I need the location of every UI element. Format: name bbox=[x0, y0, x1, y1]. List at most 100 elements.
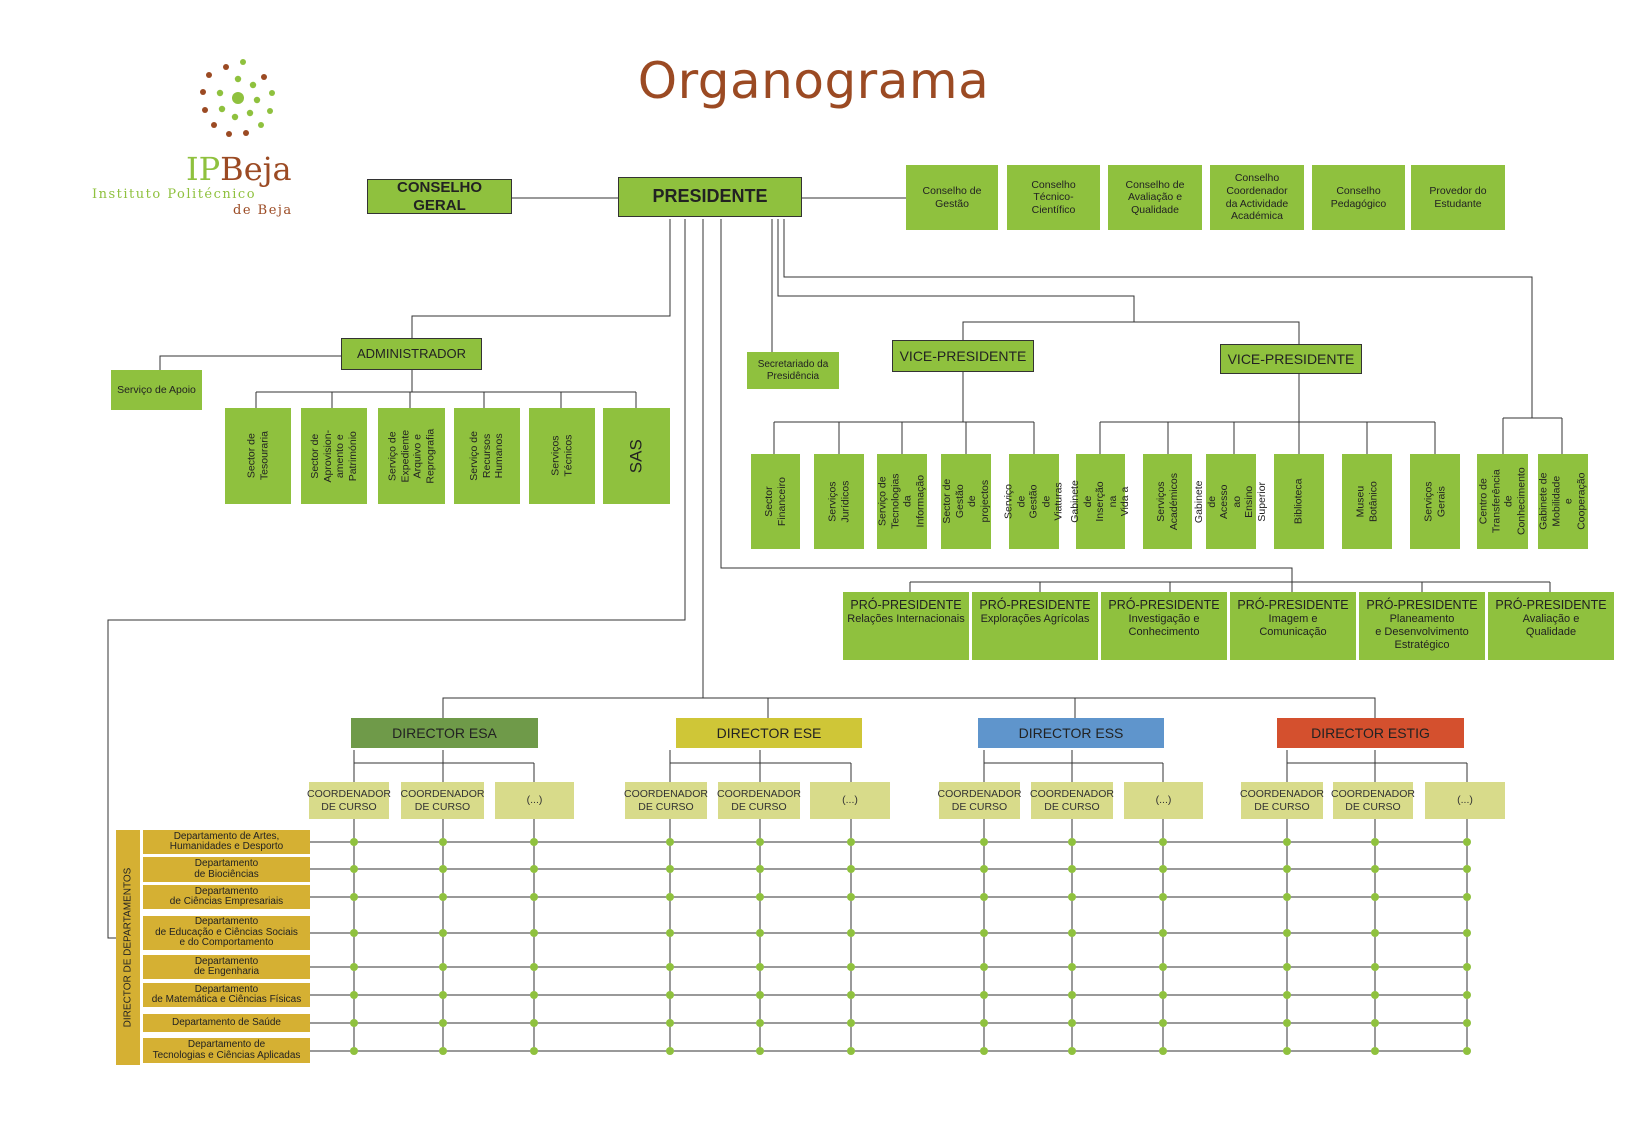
coordenador-esa-more[interactable]: (...) bbox=[495, 782, 574, 819]
conselho-geral-box[interactable]: CONSELHO GERAL bbox=[367, 179, 512, 214]
vice1-unit-tecnologias[interactable]: Serviço de Tecnologias da Informação bbox=[877, 454, 927, 549]
grid-node-dot bbox=[1159, 865, 1167, 873]
grid-node-dot bbox=[980, 1019, 988, 1027]
unit-mobilidade-cooperacao[interactable]: Gabinete de Mobilidade e Cooperação bbox=[1538, 454, 1588, 549]
admin-unit-recursos-humanos[interactable]: Serviço de Recursos Humanos bbox=[454, 408, 520, 504]
grid-node-dot bbox=[1159, 1047, 1167, 1055]
departamento-biociencias[interactable]: Departamento de Biociências bbox=[143, 857, 310, 882]
coordenador-estig-more[interactable]: (...) bbox=[1425, 782, 1505, 819]
coordenador-ess-more[interactable]: (...) bbox=[1124, 782, 1203, 819]
vice2-unit-academicos[interactable]: Serviços Académicos bbox=[1143, 454, 1192, 549]
admin-unit-expediente[interactable]: Serviço de Expediente Arquivo e Reprogra… bbox=[378, 408, 445, 504]
grid-node-dot bbox=[530, 929, 538, 937]
admin-unit-sas[interactable]: SAS bbox=[603, 408, 670, 504]
grid-node-dot bbox=[1371, 929, 1379, 937]
grid-node-dot bbox=[530, 1047, 538, 1055]
vice2-unit-museu[interactable]: Museu Botânico bbox=[1342, 454, 1392, 549]
grid-node-dot bbox=[666, 838, 674, 846]
coordenador-estig-1[interactable]: COORDENADOR DE CURSO bbox=[1240, 782, 1324, 819]
coordenador-ess-2[interactable]: COORDENADOR DE CURSO bbox=[1030, 782, 1114, 819]
grid-node-dot bbox=[439, 1019, 447, 1027]
ipbeja-logo-icon bbox=[200, 59, 275, 137]
grid-node-dot bbox=[1283, 865, 1291, 873]
provedor-estudante-box[interactable]: Provedor do Estudante bbox=[1411, 165, 1505, 230]
vice1-unit-juridicos[interactable]: Serviços Jurídicos bbox=[814, 454, 864, 549]
vice1-unit-financeiro[interactable]: Sector Financeiro bbox=[751, 454, 800, 549]
admin-unit-aprovisionamento[interactable]: Sector de Aprovision- amento e Patrimóni… bbox=[301, 408, 367, 504]
vice1-unit-projectos[interactable]: Sector de Gestão de projectos bbox=[941, 454, 991, 549]
departamento-educacao[interactable]: Departamento de Educação e Ciências Soci… bbox=[143, 916, 310, 950]
departamento-ciencias-empresariais[interactable]: Departamento de Ciências Empresariais bbox=[143, 885, 310, 909]
grid-node-dot bbox=[439, 865, 447, 873]
director-esa-box[interactable]: DIRECTOR ESA bbox=[351, 718, 538, 748]
director-departamentos-box[interactable]: DIRECTOR DE DEPARTAMENTOS bbox=[116, 830, 140, 1065]
grid-node-dot bbox=[756, 929, 764, 937]
admin-unit-tesouraria[interactable]: Sector de Tesouraria bbox=[225, 408, 291, 504]
grid-node-dot bbox=[439, 963, 447, 971]
departamento-matematica[interactable]: Departamento de Matemática e Ciências Fí… bbox=[143, 983, 310, 1007]
grid-node-dot bbox=[1159, 991, 1167, 999]
coordenador-ese-2[interactable]: COORDENADOR DE CURSO bbox=[717, 782, 801, 819]
grid-node-dot bbox=[1371, 893, 1379, 901]
grid-node-dot bbox=[530, 963, 538, 971]
coordenador-esa-2[interactable]: COORDENADOR DE CURSO bbox=[401, 782, 485, 819]
grid-node-dot bbox=[439, 991, 447, 999]
vice2-unit-biblioteca[interactable]: Biblioteca bbox=[1274, 454, 1324, 549]
director-estig-box[interactable]: DIRECTOR ESTIG bbox=[1277, 718, 1464, 748]
grid-node-dot bbox=[1068, 1047, 1076, 1055]
coordenador-ess-1[interactable]: COORDENADOR DE CURSO bbox=[938, 782, 1022, 819]
grid-node-dot bbox=[350, 929, 358, 937]
grid-node-dot bbox=[1283, 1019, 1291, 1027]
departamento-artes[interactable]: Departamento de Artes, Humanidades e Des… bbox=[143, 830, 310, 854]
grid-node-dot bbox=[439, 838, 447, 846]
grid-node-dot bbox=[1463, 1019, 1471, 1027]
grid-node-dot bbox=[530, 838, 538, 846]
conselho-coordenador-box[interactable]: Conselho Coordenador da Actividade Acadé… bbox=[1210, 165, 1304, 230]
grid-node-dot bbox=[666, 893, 674, 901]
coordenador-esa-1[interactable]: COORDENADOR DE CURSO bbox=[307, 782, 391, 819]
grid-node-dot bbox=[756, 1019, 764, 1027]
departamento-engenharia[interactable]: Departamento de Engenharia bbox=[143, 955, 310, 979]
vice2-unit-acesso[interactable]: Gabinete de Acesso ao Ensino Superior bbox=[1193, 454, 1268, 549]
departamento-saude[interactable]: Departamento de Saúde bbox=[143, 1014, 310, 1032]
admin-unit-servicos-tecnicos[interactable]: Serviços Técnicos bbox=[529, 408, 595, 504]
grid-node-dot bbox=[666, 865, 674, 873]
grid-node-dot bbox=[1283, 893, 1291, 901]
grid-node-dot bbox=[1463, 838, 1471, 846]
grid-node-dot bbox=[847, 1047, 855, 1055]
coordenador-estig-2[interactable]: COORDENADOR DE CURSO bbox=[1331, 782, 1415, 819]
vice-presidente-2-box[interactable]: VICE-PRESIDENTE bbox=[1220, 344, 1362, 374]
grid-node-dot bbox=[1159, 838, 1167, 846]
conselho-gestao-box[interactable]: Conselho de Gestão bbox=[906, 165, 998, 230]
coordenador-ese-more[interactable]: (...) bbox=[810, 782, 890, 819]
grid-node-dot bbox=[350, 893, 358, 901]
grid-node-dot bbox=[980, 963, 988, 971]
administrador-box[interactable]: ADMINISTRADOR bbox=[341, 338, 482, 370]
departamento-tecnologias[interactable]: Departamento de Tecnologias e Ciências A… bbox=[143, 1038, 310, 1063]
servico-apoio-box[interactable]: Serviço de Apoio bbox=[111, 370, 202, 410]
unit-transferencia-conhecimento[interactable]: Centro de Transferência de Conhecimento bbox=[1477, 454, 1528, 549]
vice2-unit-servicos-gerais[interactable]: Serviços Gerais bbox=[1410, 454, 1460, 549]
director-ess-box[interactable]: DIRECTOR ESS bbox=[978, 718, 1164, 748]
conselho-tecnico-cientifico-box[interactable]: Conselho Técnico- Científico bbox=[1007, 165, 1100, 230]
vice1-unit-viaturas[interactable]: Serviço de Gestão de Viaturas bbox=[1003, 454, 1065, 549]
secretariado-box[interactable]: Secretariado da Presidência bbox=[747, 352, 839, 389]
coordenador-ese-1[interactable]: COORDENADOR DE CURSO bbox=[624, 782, 708, 819]
presidente-box[interactable]: PRESIDENTE bbox=[618, 177, 802, 217]
logo-wordmark: IPBeja bbox=[186, 150, 292, 188]
grid-node-dot bbox=[439, 929, 447, 937]
vice2-unit-insercao[interactable]: Gabinete de Inserção na Vida a bbox=[1069, 454, 1131, 549]
conselho-pedagogico-box[interactable]: Conselho Pedagógico bbox=[1312, 165, 1405, 230]
grid-node-dot bbox=[1463, 865, 1471, 873]
conselho-avaliacao-qualidade-box[interactable]: Conselho de Avaliação e Qualidade bbox=[1108, 165, 1202, 230]
director-ese-box[interactable]: DIRECTOR ESE bbox=[676, 718, 862, 748]
vice-presidente-1-box[interactable]: VICE-PRESIDENTE bbox=[892, 340, 1034, 372]
grid-node-dot bbox=[350, 991, 358, 999]
grid-node-dot bbox=[847, 963, 855, 971]
